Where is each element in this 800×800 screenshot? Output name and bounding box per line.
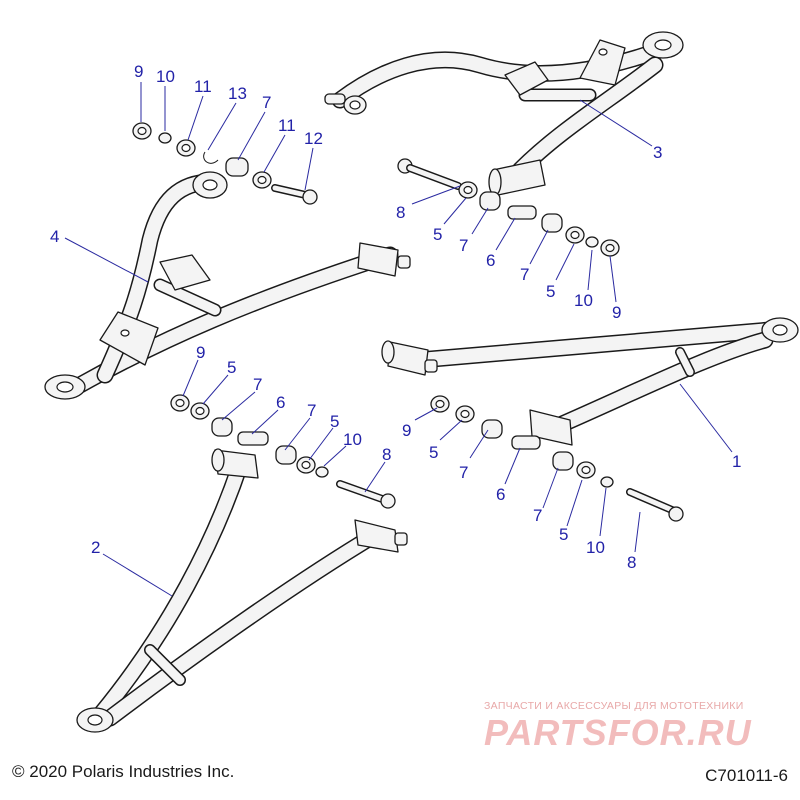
callout-3: 3: [653, 143, 662, 162]
callout-10: 10: [574, 291, 593, 310]
callout-9: 9: [196, 343, 205, 362]
callout-5: 5: [429, 443, 438, 462]
callout-7: 7: [520, 265, 529, 284]
callout-7: 7: [459, 463, 468, 482]
callout-8: 8: [627, 553, 636, 572]
callout-6: 6: [486, 251, 495, 270]
control-arm-1: [381, 317, 799, 446]
callout-11: 11: [194, 77, 212, 96]
hardware-group-lower-right: [430, 395, 684, 522]
control-arm-3: [324, 31, 684, 196]
callout-5: 5: [227, 358, 236, 377]
watermark-tagline: ЗАПЧАСТИ И АКСЕССУАРЫ ДЛЯ МОТОТЕХНИКИ: [484, 700, 744, 712]
callout-5: 5: [433, 225, 442, 244]
hardware-group-middle-right: [397, 158, 620, 257]
leader-lines: [64, 82, 733, 597]
callout-8: 8: [396, 203, 405, 222]
callout-1: 1: [732, 452, 741, 471]
watermark-brand: PARTSFOR.RU: [484, 712, 752, 753]
copyright-notice: © 2020 Polaris Industries Inc.: [12, 762, 235, 781]
callout-10: 10: [156, 67, 175, 86]
callout-9: 9: [612, 303, 621, 322]
callout-4: 4: [50, 227, 59, 246]
callout-6: 6: [496, 485, 505, 504]
callout-11: 11: [278, 116, 296, 135]
callout-5: 5: [546, 282, 555, 301]
control-arm-4: [44, 171, 411, 400]
callout-12: 12: [304, 129, 323, 148]
callout-6: 6: [276, 393, 285, 412]
figure-id: C701011-6: [705, 766, 788, 785]
callout-2: 2: [91, 538, 100, 557]
callout-7: 7: [459, 236, 468, 255]
callout-5: 5: [559, 525, 568, 544]
watermark: ЗАПЧАСТИ И АКСЕССУАРЫ ДЛЯ МОТОТЕХНИКИ PA…: [484, 700, 784, 754]
callout-8: 8: [382, 445, 391, 464]
control-arm-2: [76, 448, 408, 733]
callout-13: 13: [228, 84, 247, 103]
callout-9: 9: [402, 421, 411, 440]
callout-9: 9: [134, 62, 143, 81]
callout-7: 7: [253, 375, 262, 394]
hardware-group-top-left: [132, 122, 318, 205]
hardware-group-middle-left: [170, 394, 396, 509]
callout-10: 10: [343, 430, 362, 449]
callout-10: 10: [586, 538, 605, 557]
callout-7: 7: [533, 506, 542, 525]
callout-7: 7: [307, 401, 316, 420]
callout-7: 7: [262, 93, 271, 112]
callout-5: 5: [330, 412, 339, 431]
callout-labels: 9 10 11 13 7 11 12 3 8 5 7 6 7 5 10 9 4 …: [50, 62, 741, 572]
